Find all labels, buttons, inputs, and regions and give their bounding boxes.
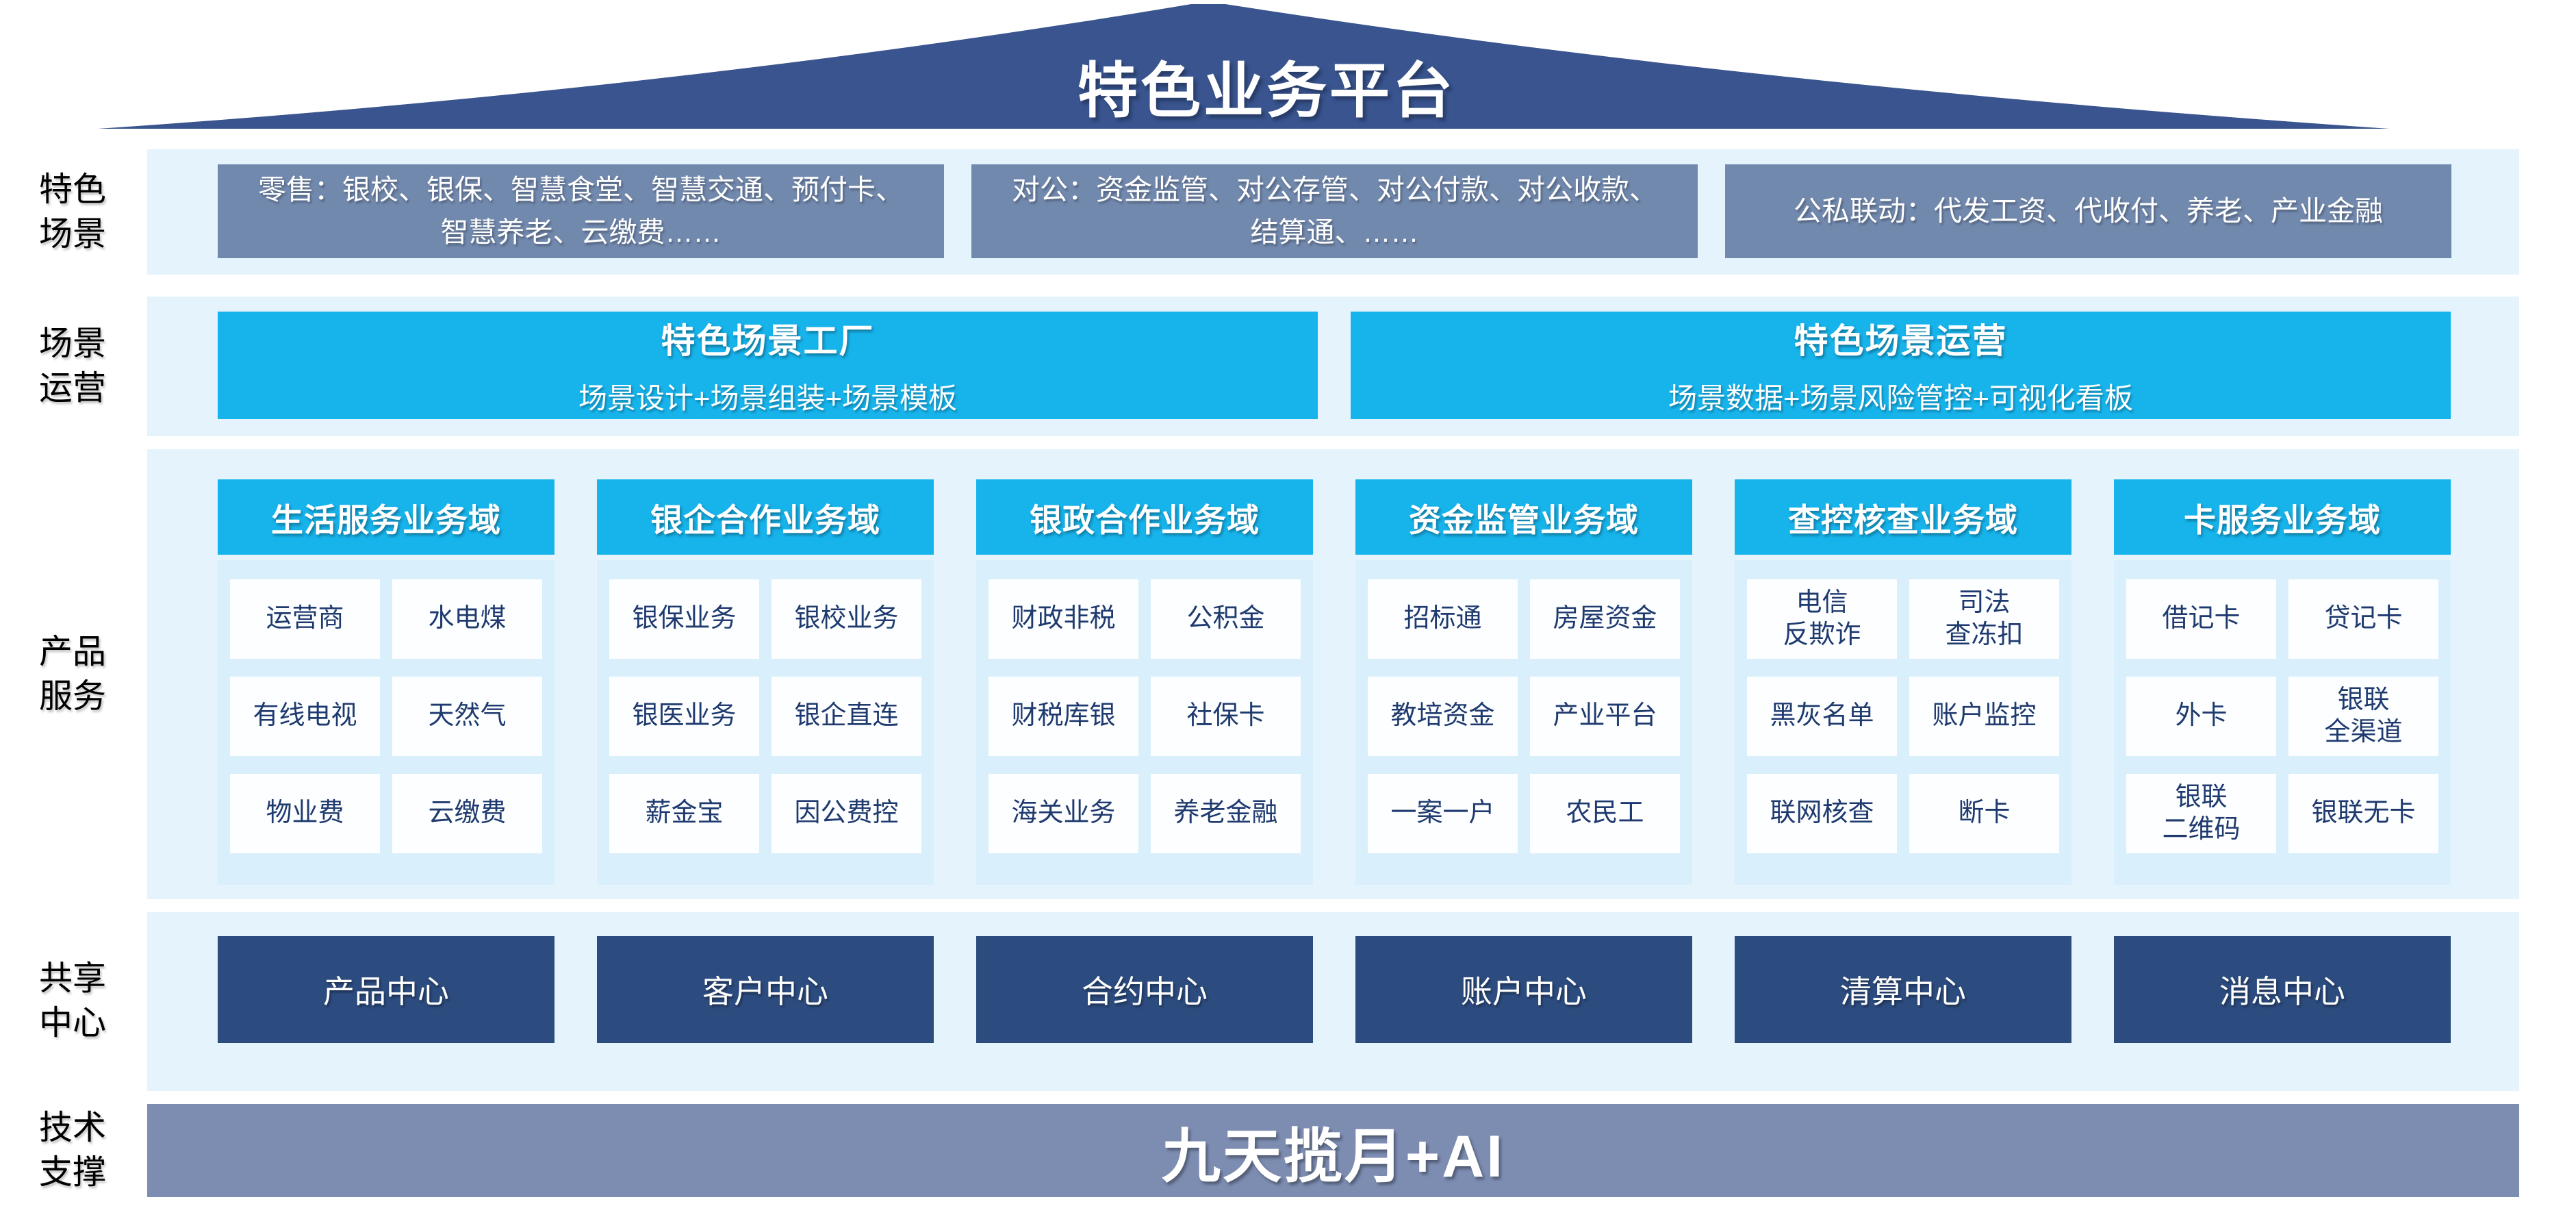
domain-header: 卡服务业务域 [2114,479,2451,555]
domain-panel-inspection: 查控核查业务域 电信 反欺诈 司法 查冻扣 黑灰名单 账户监控 联网核查 断卡 [1735,479,2071,885]
tech-support-bar: 九天揽月+AI [147,1104,2519,1197]
scenario-box-retail: 零售：银校、银保、智慧食堂、智慧交通、预付卡、智慧养老、云缴费…… [218,164,944,258]
domain-body: 财政非税 公积金 财税库银 社保卡 海关业务 养老金融 [976,560,1313,885]
roof-shape [98,4,2389,129]
product-cell: 运营商 [230,579,380,659]
domain-panel-card-services: 卡服务业务域 借记卡 贷记卡 外卡 银联 全渠道 银联 二维码 银联无卡 [2114,479,2451,885]
ops-box-title: 特色场景运营 [1794,322,2008,360]
product-cell: 联网核查 [1747,774,1897,853]
domain-panel-life-services: 生活服务业务域 运营商 水电煤 有线电视 天然气 物业费 云缴费 [218,479,554,885]
product-cell: 银医业务 [609,677,759,756]
scenario-box-linkage: 公私联动：代发工资、代收付、养老、产业金融 [1725,164,2451,258]
product-cell: 黑灰名单 [1747,677,1897,756]
domain-body: 招标通 房屋资金 教培资金 产业平台 一案一户 农民工 [1355,560,1692,885]
product-cell: 财政非税 [989,579,1138,659]
product-cell: 薪金宝 [609,774,759,853]
product-cell: 公积金 [1151,579,1301,659]
product-cell: 断卡 [1909,774,2059,853]
shared-center-product: 产品中心 [218,936,554,1043]
product-cell: 海关业务 [989,774,1138,853]
domain-panel-bank-enterprise: 银企合作业务域 银保业务 银校业务 银医业务 银企直连 薪金宝 因公费控 [597,479,934,885]
domain-header: 银政合作业务域 [976,479,1313,555]
domain-body: 银保业务 银校业务 银医业务 银企直连 薪金宝 因公费控 [597,560,934,885]
product-cell: 产业平台 [1530,677,1680,756]
product-cell: 有线电视 [230,677,380,756]
product-cell: 云缴费 [392,774,542,853]
domain-body: 借记卡 贷记卡 外卡 银联 全渠道 银联 二维码 银联无卡 [2114,560,2451,885]
product-cell: 财税库银 [989,677,1138,756]
row-label-scenario: 特色 场景 [38,171,106,253]
product-cell: 贷记卡 [2288,579,2438,659]
shared-center-clearing: 清算中心 [1735,936,2071,1043]
row-label-product: 产品 服务 [38,633,106,715]
product-cell: 因公费控 [771,774,921,853]
product-cell: 天然气 [392,677,542,756]
product-cell: 教培资金 [1368,677,1518,756]
ops-box-subtitle: 场景数据+场景风险管控+可视化看板 [1668,382,2134,414]
product-cell: 房屋资金 [1530,579,1680,659]
product-cell: 电信 反欺诈 [1747,579,1897,659]
product-cell: 银联 二维码 [2126,774,2276,853]
product-cell: 养老金融 [1151,774,1301,853]
shared-center-customer: 客户中心 [597,936,934,1043]
ops-box-scene-factory: 特色场景工厂 场景设计+场景组装+场景模板 [218,312,1318,419]
product-cell: 借记卡 [2126,579,2276,659]
product-cell: 招标通 [1368,579,1518,659]
product-cell: 账户监控 [1909,677,2059,756]
product-cell: 银保业务 [609,579,759,659]
product-cell: 一案一户 [1368,774,1518,853]
product-cell: 银联无卡 [2288,774,2438,853]
shared-center-message: 消息中心 [2114,936,2451,1043]
domain-body: 运营商 水电煤 有线电视 天然气 物业费 云缴费 [218,560,554,885]
product-cell: 物业费 [230,774,380,853]
domain-header: 生活服务业务域 [218,479,554,555]
row-label-tech: 技术 支撑 [38,1109,106,1191]
shared-center-account: 账户中心 [1355,936,1692,1043]
ops-box-subtitle: 场景设计+场景组装+场景模板 [578,382,958,414]
domain-header: 查控核查业务域 [1735,479,2071,555]
row-label-shared: 共享 中心 [38,960,106,1042]
row-label-operation: 场景 运营 [38,325,106,407]
product-cell: 水电煤 [392,579,542,659]
product-cell: 银联 全渠道 [2288,677,2438,756]
domain-panel-fund-supervision: 资金监管业务域 招标通 房屋资金 教培资金 产业平台 一案一户 农民工 [1355,479,1692,885]
scenario-box-corporate: 对公：资金监管、对公存管、对公付款、对公收款、结算通、…… [971,164,1698,258]
domain-header: 银企合作业务域 [597,479,934,555]
ops-box-title: 特色场景工厂 [661,322,875,360]
product-cell: 外卡 [2126,677,2276,756]
product-cell: 农民工 [1530,774,1680,853]
domain-header: 资金监管业务域 [1355,479,1692,555]
product-cell: 银企直连 [771,677,921,756]
ops-box-scene-operation: 特色场景运营 场景数据+场景风险管控+可视化看板 [1351,312,2451,419]
domain-body: 电信 反欺诈 司法 查冻扣 黑灰名单 账户监控 联网核查 断卡 [1735,560,2071,885]
product-cell: 司法 查冻扣 [1909,579,2059,659]
page-title: 特色业务平台 [1077,57,1456,125]
product-cell: 银校业务 [771,579,921,659]
shared-center-contract: 合约中心 [976,936,1313,1043]
domain-panel-bank-government: 银政合作业务域 财政非税 公积金 财税库银 社保卡 海关业务 养老金融 [976,479,1313,885]
product-cell: 社保卡 [1151,677,1301,756]
